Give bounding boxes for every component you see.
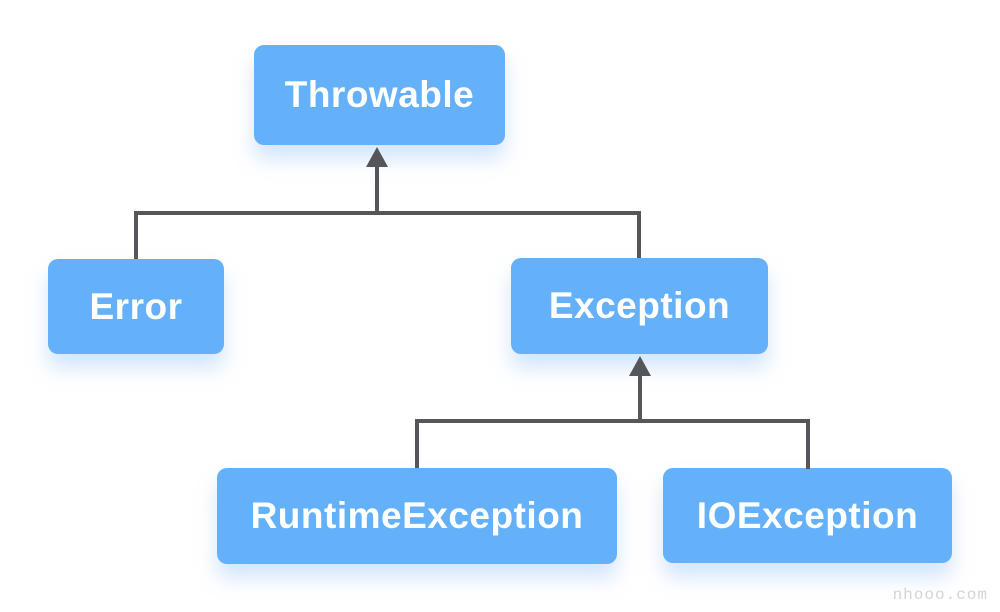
node-runtime-exception: RuntimeException bbox=[217, 468, 617, 564]
node-runtime-exception-label: RuntimeException bbox=[250, 495, 584, 536]
node-throwable: Throwable bbox=[254, 45, 505, 145]
connector-exception-vertical bbox=[637, 211, 641, 258]
connector-runtime-vertical bbox=[415, 419, 419, 468]
watermark: nhooo.com bbox=[892, 586, 988, 604]
node-exception-label: Exception bbox=[548, 285, 731, 326]
node-io-exception-label: IOException bbox=[696, 494, 919, 536]
connector-error-vertical bbox=[134, 211, 138, 259]
node-io-exception: IOException bbox=[663, 468, 952, 563]
node-exception: Exception bbox=[511, 258, 768, 354]
connector-bottom-horizontal bbox=[415, 419, 810, 423]
node-error-label: Error bbox=[89, 285, 183, 327]
connector-exception-arrow-stem bbox=[638, 367, 642, 423]
node-throwable-label: Throwable bbox=[284, 74, 475, 115]
node-error: Error bbox=[48, 259, 224, 354]
arrowhead-to-exception-icon bbox=[629, 356, 651, 376]
connector-throwable-arrow-stem bbox=[375, 158, 379, 215]
arrowhead-to-throwable-icon bbox=[366, 147, 388, 167]
connector-top-horizontal bbox=[134, 211, 641, 215]
connector-io-vertical bbox=[806, 419, 810, 469]
